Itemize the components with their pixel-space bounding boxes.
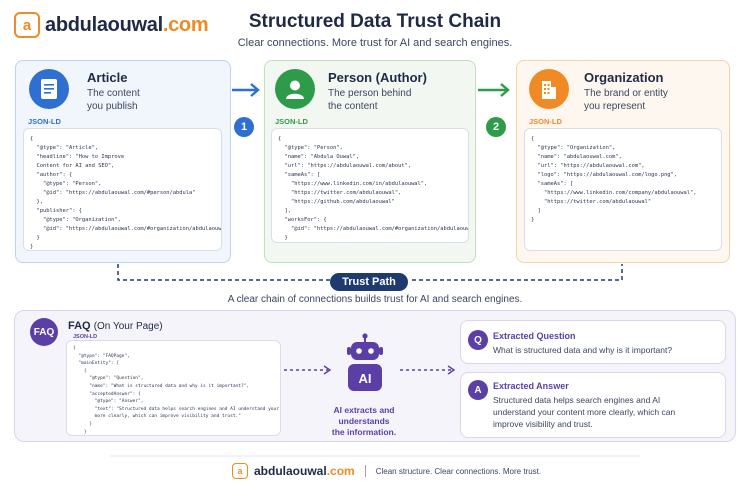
faq-code-block: { "@type": "FAQPage", "mainEntity": [ { … [66,340,281,436]
extracted-answer-text: Structured data helps search engines and… [493,395,676,429]
trust-path-caption: A clear chain of connections builds trus… [227,294,523,305]
document-icon [29,69,69,109]
faq-badge-icon: FAQ [30,318,58,346]
answer-icon: A [468,380,488,400]
article-jsonld-label: JSON-LD [28,117,61,126]
footer-separator [364,465,366,477]
article-code-block: { "@type": "Article", "headline": "How t… [23,128,222,251]
faq-title: FAQ (On Your Page) [68,320,163,332]
faq-jsonld-label: JSON-LD [73,334,98,340]
ai-label: AI [358,371,372,386]
footer-brand: abdulaouwal.com [254,464,355,478]
footer-logo-icon: a [232,463,248,479]
brand-logo: a abdulaouwal.com [14,12,209,38]
arrow-ai-to-extracted [400,365,456,375]
organization-title: Organization [584,70,664,85]
question-icon: Q [468,330,488,350]
step-number-2: 2 [486,117,506,137]
extracted-question-title: Extracted Question [493,331,576,341]
extracted-question-card [460,320,726,364]
organization-code-block: { "@type": "Organization", "name": "abdu… [524,128,722,251]
page-title: Structured Data Trust Chain [248,11,502,32]
footer: a abdulaouwal.com Clean structure. Clear… [232,463,541,479]
arrow-faq-to-ai [284,365,332,375]
page-subtitle: Clear connections. More trust for AI and… [237,37,513,49]
organization-jsonld-label: JSON-LD [529,117,562,126]
person-icon [275,69,315,109]
person-code-block: { "@type": "Person", "name": "Abdula Ouw… [271,128,469,243]
trust-path-connector [117,264,623,281]
brand-name: abdulaouwal.com [45,13,209,36]
extracted-answer-card [460,372,726,438]
robot-icon [347,333,383,391]
arrow-person-to-organization [478,83,510,97]
footer-divider [110,455,640,457]
extracted-question-text: What is structured data and why is it im… [493,345,673,355]
brand-logo-icon: a [14,12,40,38]
person-jsonld-label: JSON-LD [275,117,308,126]
extracted-answer-title: Extracted Answer [493,381,569,391]
building-icon [529,69,569,109]
step-number-1: 1 [234,117,254,137]
footer-tagline: Clean structure. Clear connections. More… [375,466,542,476]
arrow-article-to-person [232,83,260,97]
trust-path-label: Trust Path [330,273,408,291]
article-title: Article [87,70,128,85]
person-title: Person (Author) [328,70,427,85]
